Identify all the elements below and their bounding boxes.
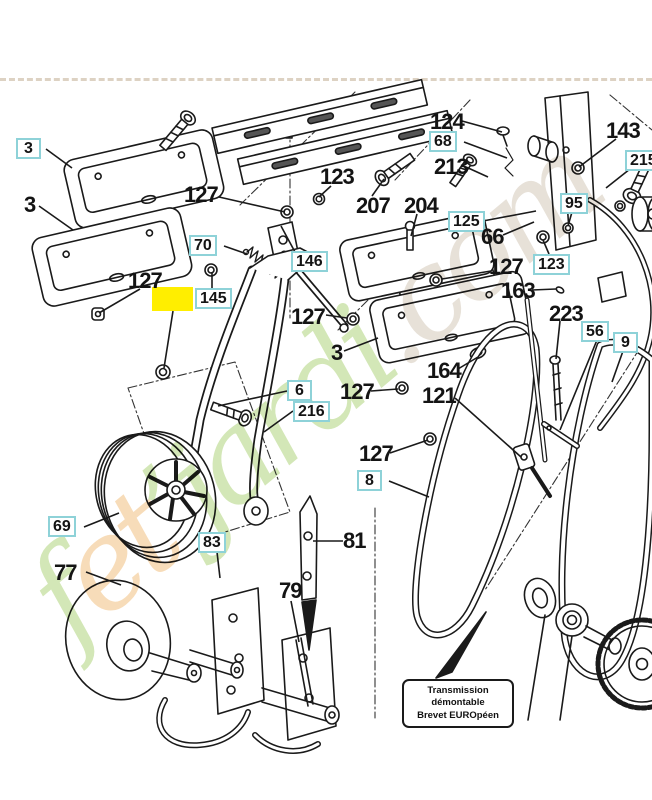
belt-tensioner [512, 297, 552, 498]
plate-top-1 [63, 129, 225, 229]
part-callout-127: 127 [340, 379, 375, 404]
part-callout-123: 123 [320, 164, 355, 189]
part-callout-81: 81 [343, 528, 367, 553]
part-link-56[interactable]: 56 [581, 321, 609, 342]
gear-wheel [595, 617, 652, 711]
protection-disc [64, 579, 202, 701]
patent-note: Transmission démontable Brevet EUROpéen [402, 679, 514, 729]
part-link-215[interactable]: 215 [625, 150, 652, 171]
part-link-216[interactable]: 216 [293, 401, 330, 422]
part-link-95[interactable]: 95 [560, 193, 588, 214]
fasteners [91, 192, 565, 446]
part-link-146[interactable]: 146 [291, 251, 328, 272]
part-callout-164: 164 [427, 358, 462, 383]
part-callout-127: 127 [128, 268, 163, 293]
patent-note-line1: Transmission démontable [427, 685, 489, 709]
part-callout-127: 127 [291, 304, 326, 329]
bolt-207 [374, 152, 416, 187]
drive-belt-right [558, 338, 652, 681]
part-callout-213: 213 [434, 154, 469, 179]
part-callout-124: 124 [430, 109, 465, 134]
part-link-69[interactable]: 69 [48, 516, 76, 537]
tine-assembly [156, 587, 340, 754]
hardware-cluster-68 [449, 126, 559, 188]
belt-guide-56 [541, 421, 580, 449]
top-dashed-separator [0, 78, 652, 81]
part-callout-163: 163 [501, 278, 536, 303]
plate-top-2 [31, 207, 193, 307]
strap-81 [299, 495, 318, 651]
rail-bolt [159, 110, 197, 152]
part-callout-79: 79 [279, 578, 303, 603]
front-wheel [94, 430, 217, 564]
part-callout-77: 77 [54, 560, 78, 585]
part-link-70[interactable]: 70 [189, 235, 217, 256]
part-callout-207: 207 [356, 193, 391, 218]
selected-part-highlight[interactable] [152, 287, 193, 311]
part-link-125[interactable]: 125 [448, 211, 485, 232]
part-link-3[interactable]: 3 [16, 138, 41, 159]
part-callout-204: 204 [404, 193, 439, 218]
part-callout-3: 3 [331, 340, 343, 365]
part-callout-127: 127 [489, 254, 524, 279]
part-callout-143: 143 [606, 118, 641, 143]
output-shaft-parts [435, 577, 622, 721]
part-link-9[interactable]: 9 [613, 332, 638, 353]
part-callout-223: 223 [549, 301, 584, 326]
part-callout-3: 3 [24, 192, 36, 217]
part-callout-66: 66 [481, 224, 505, 249]
part-link-83[interactable]: 83 [198, 532, 226, 553]
bolt-216 [209, 401, 253, 427]
part-callout-127: 127 [359, 441, 394, 466]
part-callout-121: 121 [422, 383, 457, 408]
drive-belt-left [412, 320, 541, 639]
part-link-8[interactable]: 8 [357, 470, 382, 491]
patent-note-line2: Brevet EUROpéen [417, 709, 499, 721]
pulley-66 [562, 196, 652, 234]
mounting-rails [211, 78, 454, 186]
part-link-145[interactable]: 145 [195, 288, 232, 309]
part-link-6[interactable]: 6 [287, 380, 312, 401]
part-callout-127: 127 [184, 182, 219, 207]
part-link-123[interactable]: 123 [533, 254, 570, 275]
bolt-223 [549, 355, 563, 421]
part-link-68[interactable]: 68 [429, 131, 457, 152]
